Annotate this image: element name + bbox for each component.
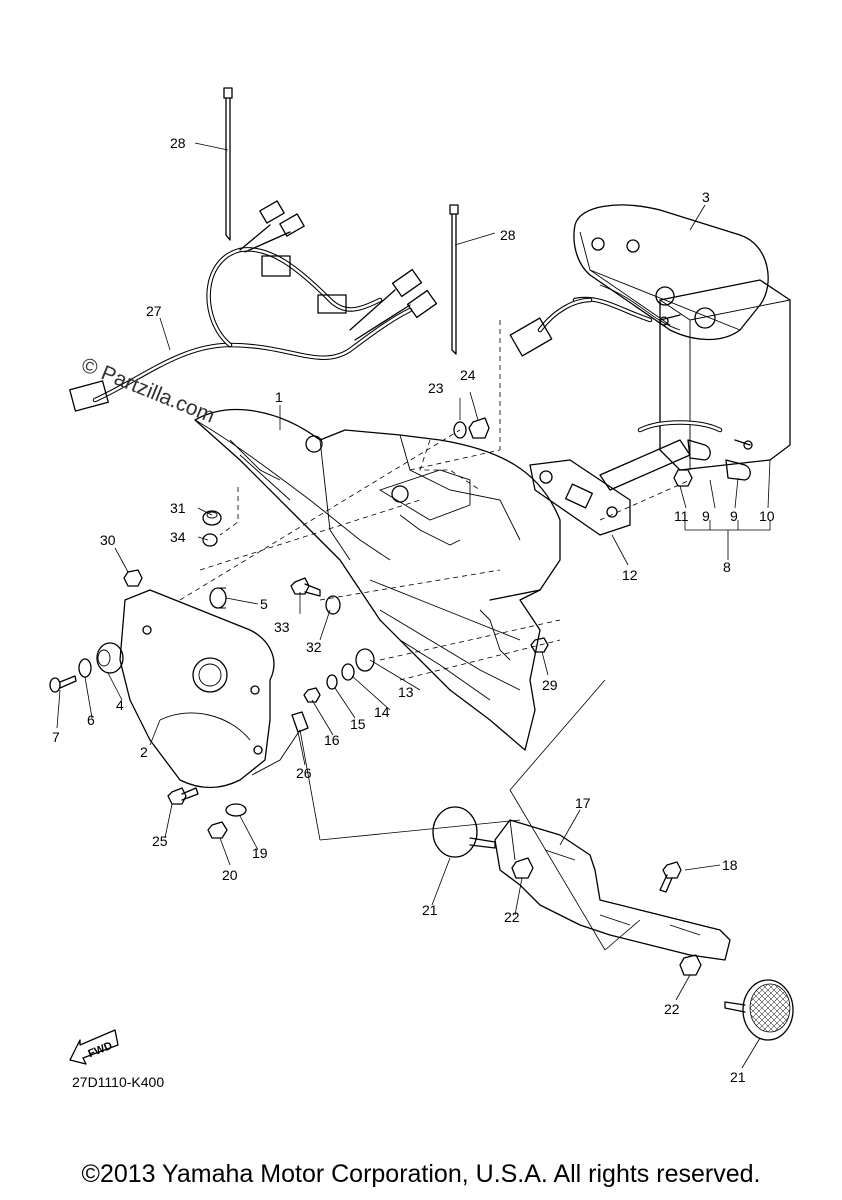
washer-15 [326,674,338,690]
nut-22-upper [511,857,534,879]
callout-22-upper: 22 [504,909,520,925]
bolt-25 [167,787,199,805]
callout-20: 20 [222,867,238,883]
callout-13: 13 [398,684,414,700]
callout-leaders [56,142,771,1069]
washer-6 [78,658,92,678]
wire-harness [69,200,438,412]
callout-21-lower: 21 [730,1069,746,1085]
collar-14 [341,663,355,681]
callout-7: 7 [52,729,60,745]
bolt-33 [290,577,321,597]
grommet-4 [96,642,124,674]
signal-lamp-upper [432,806,496,858]
plate-bracket [529,459,631,536]
wire-26-line [251,729,521,841]
callout-22-lower: 22 [664,1001,680,1017]
callout-15: 15 [350,716,366,732]
callout-9-b: 9 [730,508,738,524]
clip-26 [291,711,309,733]
callout-8: 8 [723,559,731,575]
bolt-18 [659,861,682,893]
fwd-label: FWD [86,1040,114,1061]
callout-18: 18 [722,857,738,873]
callout-9-a: 9 [702,508,710,524]
bracket-dash-31 [219,487,239,536]
copyright-notice: ©2013 Yamaha Motor Corporation, U.S.A. A… [81,1160,761,1188]
callout-10: 10 [759,508,775,524]
tail-light [509,204,769,357]
callout-16: 16 [324,732,340,748]
callout-25: 25 [152,833,168,849]
callout-31: 31 [170,500,186,516]
callout-6: 6 [87,712,95,728]
callout-19: 19 [252,845,268,861]
nut-16 [303,687,321,703]
collar-5 [209,587,227,609]
callout-33: 33 [274,619,290,635]
nut-20 [207,821,228,839]
bulbs [673,439,751,487]
callout-34: 34 [170,529,186,545]
signal-bracket [494,819,731,961]
nut-30 [123,569,143,587]
diagram-code: 27D1110-K400 [72,1074,164,1090]
bolt-24 [468,417,490,439]
callout-14: 14 [374,704,390,720]
callout-27: 27 [146,303,162,319]
callout-3: 3 [702,189,710,205]
fwd-arrow-icon: FWD [69,1029,119,1065]
washer-19 [225,803,247,817]
screw-7 [49,675,77,693]
callout-5: 5 [260,596,268,612]
signal-leaders [509,679,641,951]
partzilla-watermark: © Partzilla.com [78,353,218,427]
nut-34 [202,533,218,547]
washer-23 [453,421,467,439]
callout-23: 23 [428,380,444,396]
callout-32: 32 [306,639,322,655]
callout-2: 2 [140,744,148,760]
rear-fender [194,408,561,751]
callout-17: 17 [575,795,591,811]
callout-21-upper: 21 [422,902,438,918]
cable-tie-left [223,87,233,241]
callout-30: 30 [100,532,116,548]
callout-4: 4 [116,697,124,713]
callout-26: 26 [296,765,312,781]
license-light [599,279,791,491]
nut-31 [202,510,222,526]
grommet-13 [355,648,375,672]
dashed-leaders [179,320,691,681]
callout-24: 24 [460,367,476,383]
callout-28-center: 28 [500,227,516,243]
signal-lamp-lower [724,979,794,1041]
mud-plate [119,589,275,789]
callout-11: 11 [674,508,689,524]
callout-29: 29 [542,677,558,693]
callout-28-left: 28 [170,135,186,151]
bolt-29 [530,637,549,653]
cable-tie-center [449,204,459,355]
callout-12: 12 [622,567,638,583]
callout-1: 1 [275,389,283,405]
callout-numbers: 28 28 3 27 1 23 24 31 34 30 5 33 32 13 1… [52,135,775,1085]
collar-32 [325,595,341,615]
nut-22-lower [679,954,702,976]
